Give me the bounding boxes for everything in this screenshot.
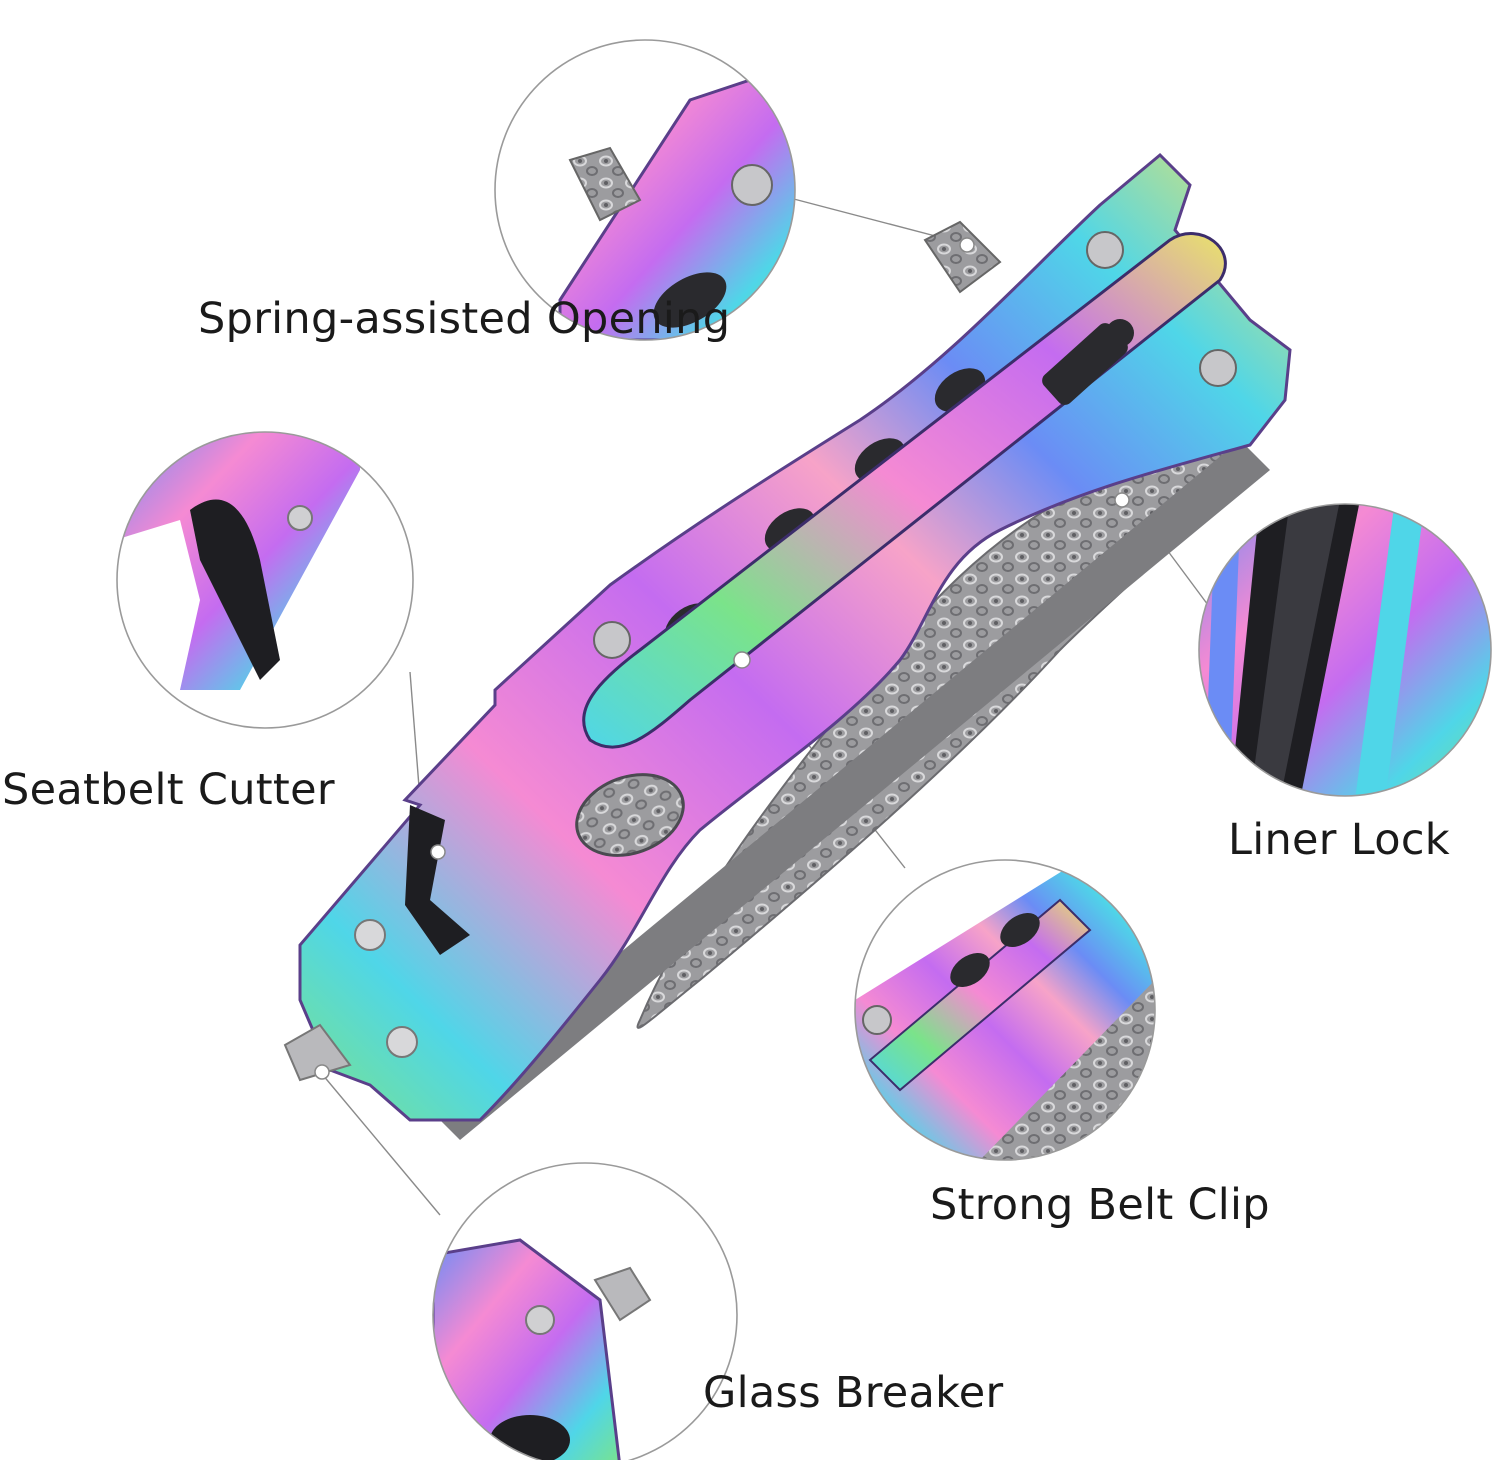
label-seatbelt-cutter: Seatbelt Cutter (2, 765, 335, 815)
label-strong-belt-clip: Strong Belt Clip (930, 1180, 1270, 1230)
label-spring-assisted-opening: Spring-assisted Opening (198, 294, 731, 344)
label-liner-lock: Liner Lock (1228, 815, 1451, 865)
label-glass-breaker: Glass Breaker (703, 1368, 1004, 1418)
pin-dot (354, 231, 1237, 1058)
